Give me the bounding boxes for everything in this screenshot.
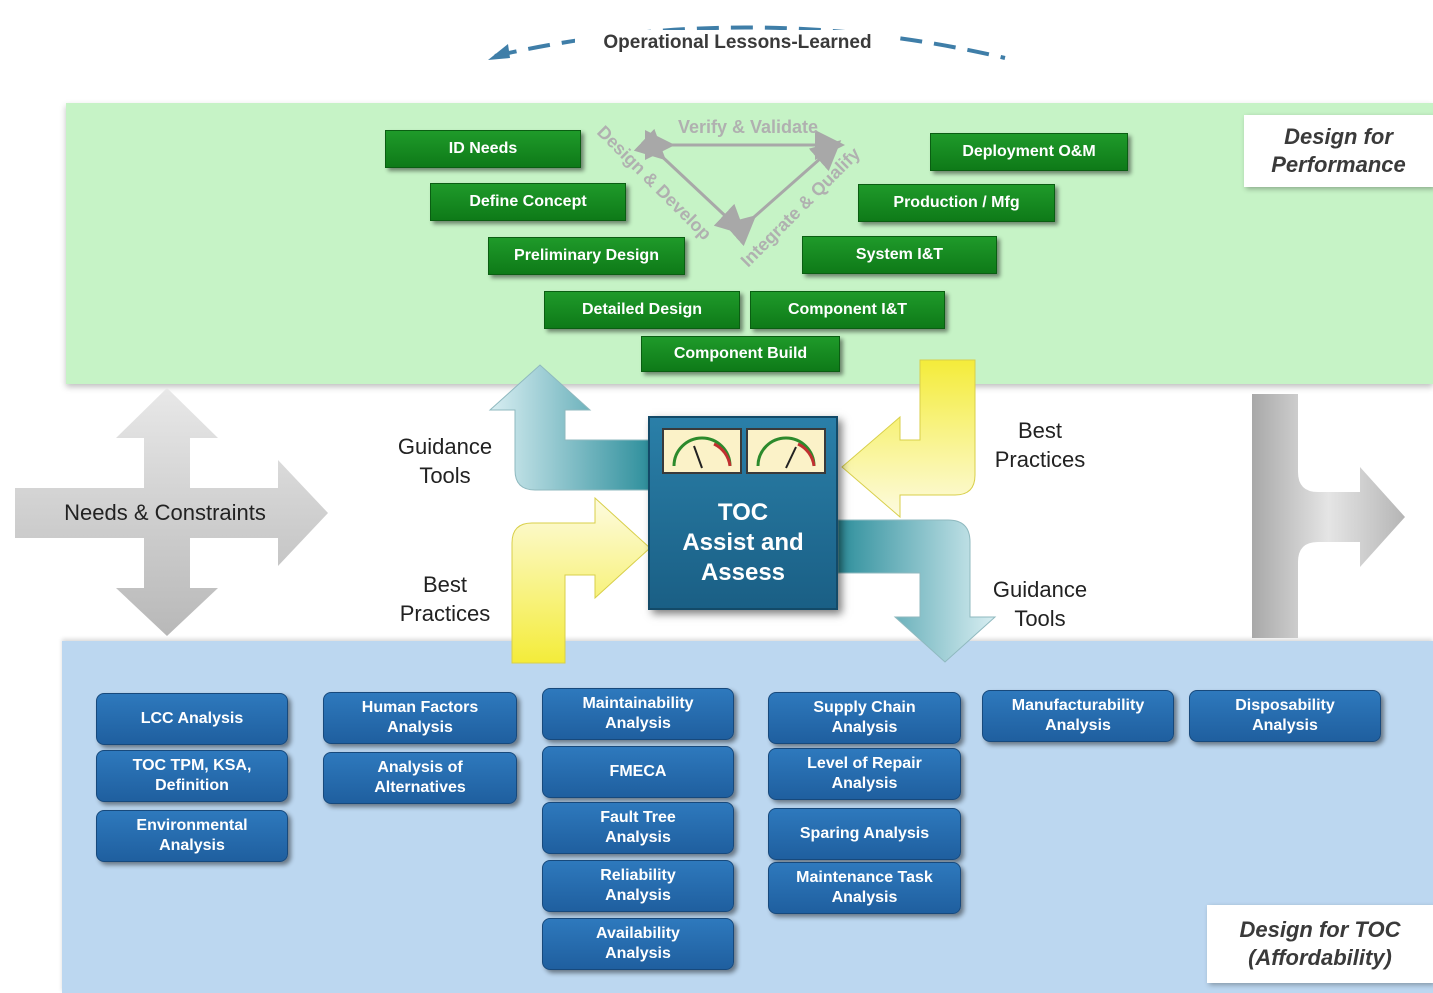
production-mfg-box: Production / Mfg [858, 184, 1055, 222]
fmeca-box: FMECA [542, 746, 734, 798]
toc-tpm-ksa-box: TOC TPM, KSA,Definition [96, 750, 288, 802]
gauge-left-icon [662, 428, 742, 474]
performance-title-line2: Performance [1271, 152, 1406, 177]
verify-validate-label: Verify & Validate [678, 117, 818, 137]
define-concept-box: Define Concept [430, 183, 626, 221]
gauge-right-icon [746, 428, 826, 474]
performance-title-line1: Design for [1284, 124, 1393, 149]
center-arrows [488, 359, 997, 664]
system-it-box: System I&T [802, 236, 997, 274]
detailed-design-box: Detailed Design [544, 291, 740, 329]
needs-constraints-arrow-icon [15, 388, 328, 636]
guidance-down-arrow-icon [837, 519, 997, 663]
best-practices-right-arrow-icon [841, 359, 976, 519]
toc-title: Design for TOC (Affordability) [1207, 905, 1433, 983]
component-it-box: Component I&T [750, 291, 945, 329]
performance-title: Design for Performance [1244, 115, 1433, 187]
guidance-up-arrow-icon [488, 364, 651, 491]
toc-title-line2: (Affordability) [1248, 945, 1392, 970]
toc-title-line1: Design for TOC [1239, 917, 1401, 942]
lcc-analysis-box: LCC Analysis [96, 693, 288, 745]
arc-arrowhead-icon [488, 44, 510, 60]
merge-arrow-icon [1252, 394, 1405, 638]
id-needs-box: ID Needs [385, 130, 581, 168]
sparing-analysis-box: Sparing Analysis [768, 808, 961, 860]
best-practices-left-arrow-icon [511, 496, 651, 664]
deployment-om-box: Deployment O&M [930, 133, 1128, 171]
component-build-box: Component Build [641, 336, 840, 372]
v-diagram-arrows: Verify & Validate Design & Develop Integ… [593, 117, 864, 271]
lessons-learned-arc [488, 25, 1006, 60]
needs-constraints-label: Needs & Constraints [64, 500, 266, 525]
preliminary-design-box: Preliminary Design [488, 237, 685, 275]
lessons-learned-label: Operational Lessons-Learned [575, 30, 900, 56]
